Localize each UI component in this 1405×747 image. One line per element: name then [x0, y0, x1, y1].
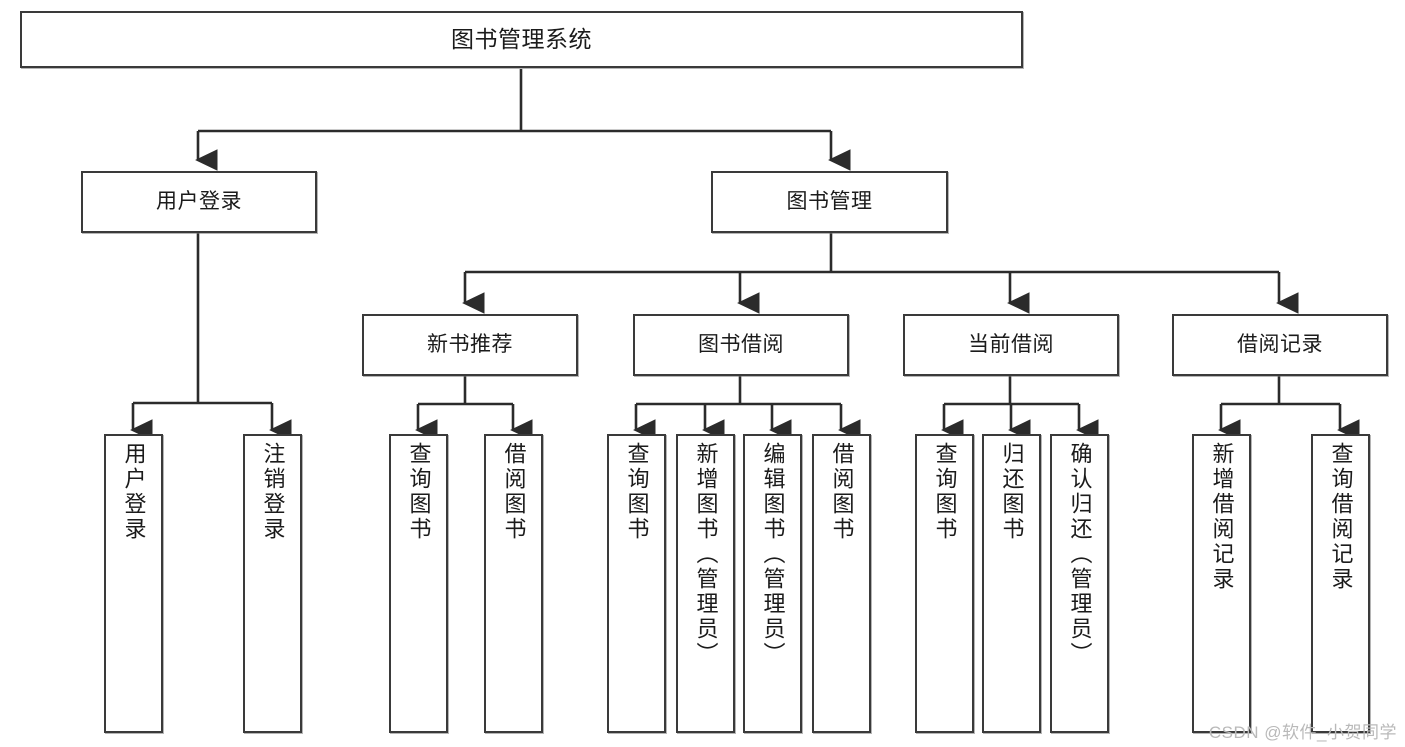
- node-label: 查询借阅记录: [1328, 442, 1354, 592]
- node-book-management[interactable]: 图书管理: [711, 171, 948, 233]
- leaf-book-borrow-edit[interactable]: 编辑图书（管理员）: [743, 434, 802, 733]
- node-borrow-record[interactable]: 借阅记录: [1172, 314, 1388, 376]
- node-label: 归还图书: [999, 442, 1025, 542]
- csdn-watermark: CSDN @软件_小贺同学: [1208, 723, 1397, 742]
- node-label: 查询图书: [624, 442, 650, 542]
- leaf-user-login-login[interactable]: 用户登录: [104, 434, 163, 733]
- node-label: 借阅图书: [501, 442, 527, 542]
- leaf-book-borrow-borrow[interactable]: 借阅图书: [812, 434, 871, 733]
- node-label: 图书管理系统: [451, 25, 592, 52]
- node-label: 图书管理: [786, 189, 873, 213]
- node-label: 新书推荐: [427, 332, 513, 356]
- node-label: 注销登录: [260, 442, 286, 542]
- node-label: 借阅图书: [829, 442, 855, 542]
- leaf-new-book-query[interactable]: 查询图书: [389, 434, 448, 733]
- leaf-book-borrow-add[interactable]: 新增图书（管理员）: [676, 434, 735, 733]
- node-label: 用户登录: [156, 189, 242, 213]
- leaf-book-borrow-query[interactable]: 查询图书: [607, 434, 666, 733]
- node-book-borrow[interactable]: 图书借阅: [633, 314, 849, 376]
- node-label: 查询图书: [932, 442, 958, 542]
- leaf-current-borrow-confirm-return[interactable]: 确认归还（管理员）: [1050, 434, 1109, 733]
- node-label: 新增借阅记录: [1209, 442, 1235, 592]
- leaf-current-borrow-return[interactable]: 归还图书: [982, 434, 1041, 733]
- leaf-user-login-logout[interactable]: 注销登录: [243, 434, 302, 733]
- node-label: 借阅记录: [1237, 332, 1323, 356]
- node-label: 新增图书（管理员）: [693, 442, 719, 667]
- leaf-current-borrow-query[interactable]: 查询图书: [915, 434, 974, 733]
- node-label: 用户登录: [121, 442, 147, 542]
- node-current-borrow[interactable]: 当前借阅: [903, 314, 1119, 376]
- leaf-borrow-record-query[interactable]: 查询借阅记录: [1311, 434, 1370, 733]
- node-label: 编辑图书（管理员）: [760, 442, 786, 667]
- node-label: 确认归还（管理员）: [1067, 442, 1093, 667]
- node-label: 图书借阅: [698, 332, 784, 356]
- node-user-login[interactable]: 用户登录: [81, 171, 317, 233]
- node-label: 查询图书: [406, 442, 432, 542]
- leaf-new-book-borrow[interactable]: 借阅图书: [484, 434, 543, 733]
- leaf-borrow-record-add[interactable]: 新增借阅记录: [1192, 434, 1251, 733]
- node-label: 当前借阅: [968, 332, 1054, 356]
- node-new-book-recommend[interactable]: 新书推荐: [362, 314, 578, 376]
- node-book-management-system[interactable]: 图书管理系统: [20, 11, 1023, 68]
